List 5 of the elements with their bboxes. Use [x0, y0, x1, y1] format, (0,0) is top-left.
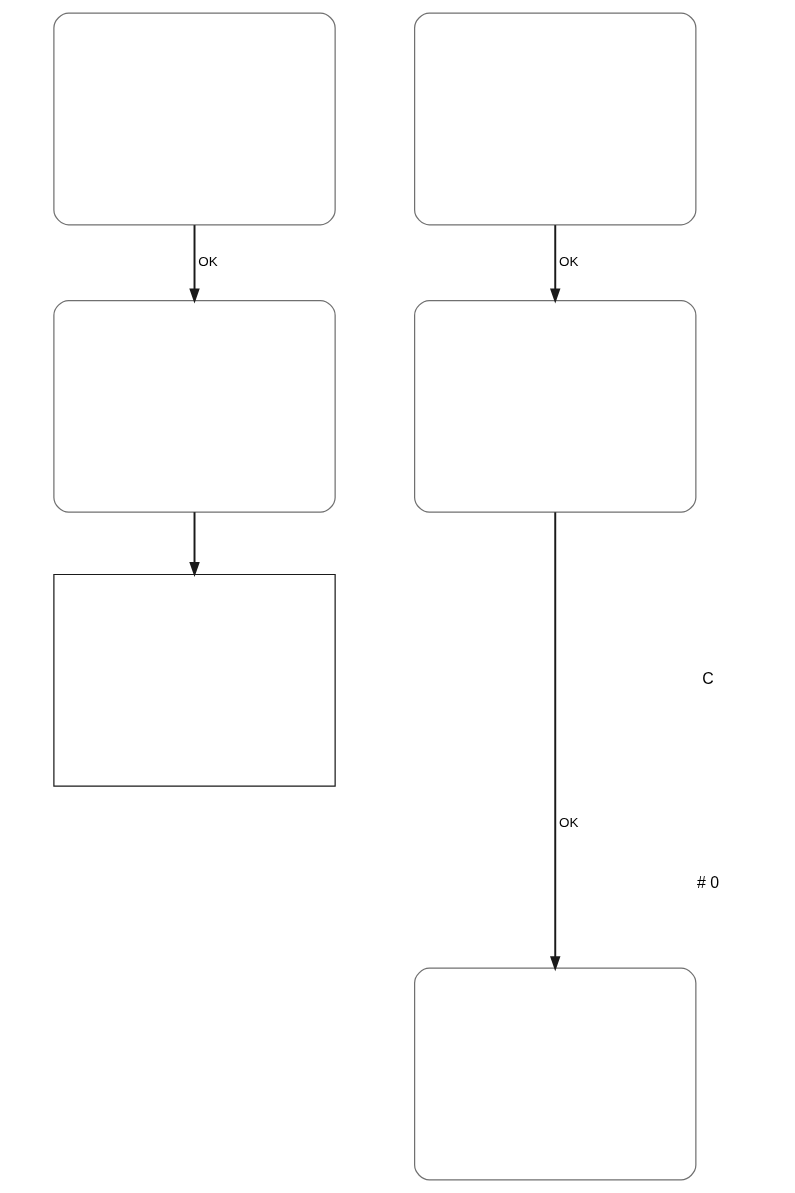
edge-label: OK: [198, 254, 218, 270]
edge-label: OK: [558, 815, 579, 831]
label: C: [702, 670, 714, 688]
label: # 0: [697, 874, 720, 892]
edge-label: OK: [558, 254, 579, 270]
